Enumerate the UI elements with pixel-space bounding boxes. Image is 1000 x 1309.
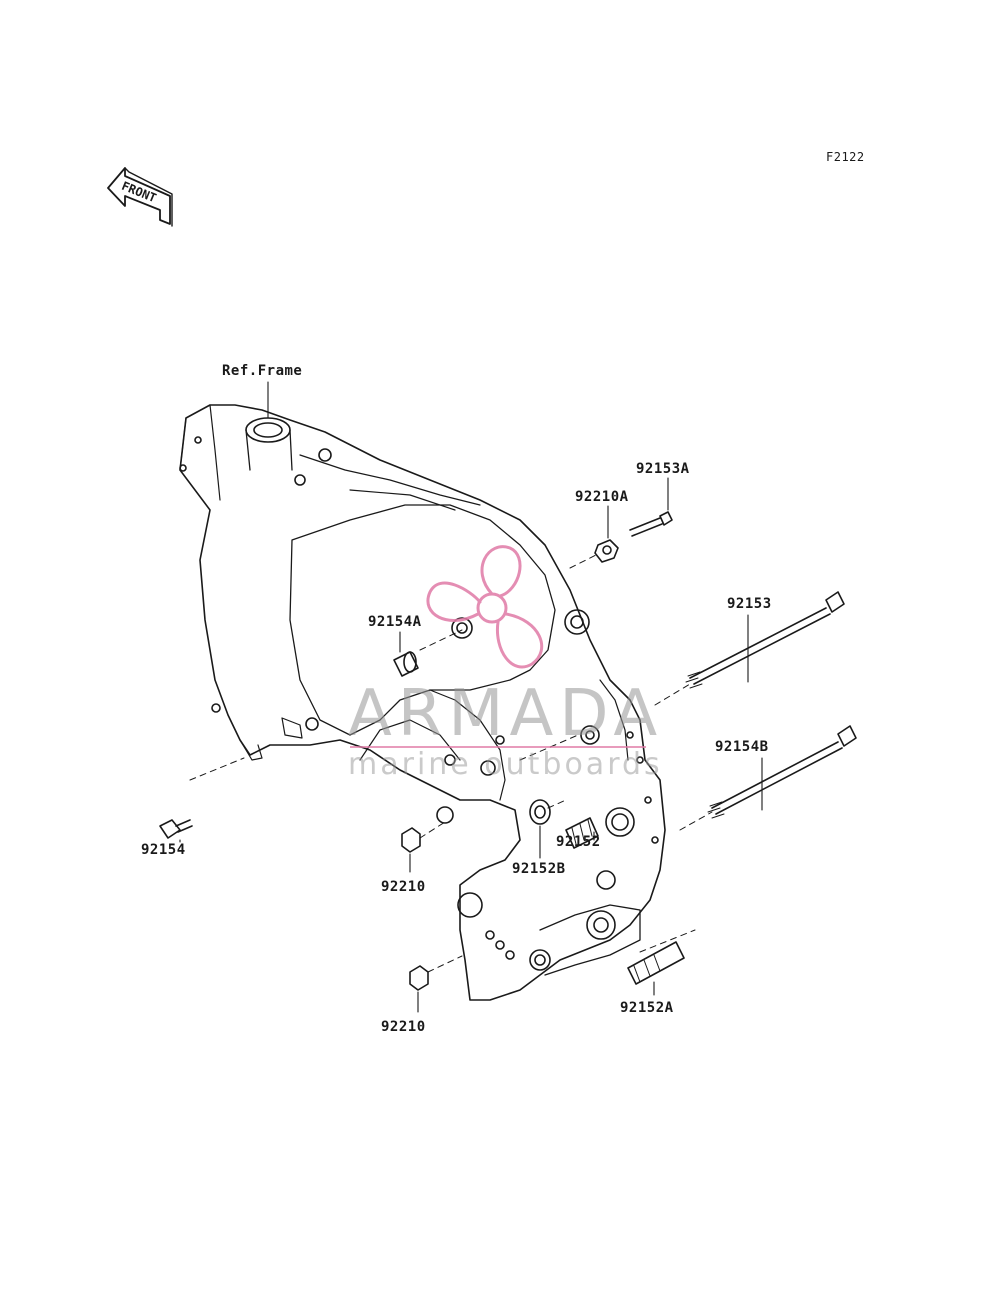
ref-frame-label: Ref.Frame [222,363,303,379]
part-92210A-nut [594,539,619,563]
assembly-axis-lines [189,553,713,973]
part-label-92210-top: 92210 [381,879,426,895]
part-label-92153: 92153 [727,596,772,612]
part-92154A-collar [393,651,419,677]
part-92154B-bolt [707,725,857,819]
watermark-subtitle: marine outboards [348,747,663,782]
part-92153A-bolt [629,511,673,537]
watermark-title: ARMADA [348,677,664,751]
part-label-92152A: 92152A [620,1000,674,1016]
part-92210-nut-top [401,827,421,853]
part-92210-nut-bottom [409,965,429,991]
part-92154-bolt [159,819,193,839]
diagram-code: F2122 [826,150,865,164]
armada-logo-icon [426,545,544,669]
leader-lines [179,381,763,1013]
part-label-92152: 92152 [556,834,601,850]
part-label-92154B: 92154B [715,739,769,755]
part-92152-collar [565,817,599,849]
part-label-92210-bottom: 92210 [381,1019,426,1035]
part-label-92210A: 92210A [575,489,629,505]
part-92152B-collar [529,799,551,825]
front-arrow-icon: FRONT [107,167,173,227]
part-label-92153A: 92153A [636,461,690,477]
watermark-divider [350,746,646,748]
part-92152A-collar [627,941,685,985]
part-label-92152B: 92152B [512,861,566,877]
part-label-92154: 92154 [141,842,186,858]
part-label-92154A: 92154A [368,614,422,630]
part-92153-bolt [685,591,845,689]
main-frame [179,404,666,1001]
